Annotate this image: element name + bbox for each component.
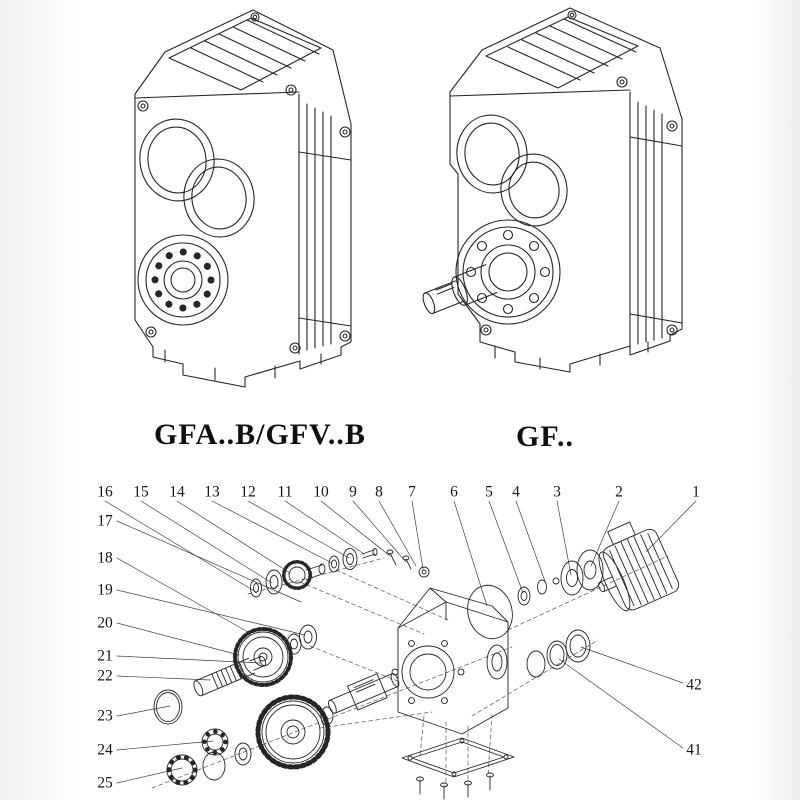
motor [598,521,680,612]
callout-22: 22 [97,667,113,685]
gearbox-drawing-gfab [134,9,352,388]
flange-bolt-holes [137,84,351,354]
side-rib-panel [449,89,683,349]
callout-18: 18 [97,549,113,567]
mounting-feet [494,341,649,370]
model-label-gfab: GFA..B/GFV..B [154,418,366,451]
vent-plug-and-screws [386,549,430,578]
output-shaft [328,673,400,714]
input-bores [139,118,255,238]
callout-7: 7 [408,483,416,501]
gearbox-drawing-gf [422,7,683,373]
flange-bolt-holes [480,76,678,336]
bearing-cage [166,754,198,786]
callout-15: 15 [133,483,149,501]
page-edge-right [746,0,800,800]
callout-11: 11 [277,483,293,501]
intermediate-gear-parts [233,624,317,687]
callout-41: 41 [686,741,702,759]
hollow-shaft-bearing [137,234,229,326]
callout-21: 21 [97,647,113,665]
cover-screws [416,772,494,800]
callout-5: 5 [485,483,493,501]
model-label-gf: GF.. [516,420,574,453]
output-flange [455,219,561,325]
input-pinion-gear [282,560,326,590]
callout-6: 6 [450,483,458,501]
gear-housing [391,587,509,735]
callout-13: 13 [204,483,220,501]
ball-bearing [201,728,229,756]
exploded-view-drawing [104,500,697,800]
callout-4: 4 [512,483,520,501]
top-cooling-ribs [485,16,639,89]
callout-9: 9 [349,483,357,501]
output-shaft-bearings [153,689,252,786]
side-rib-panel [134,91,352,355]
page-edge-left [0,0,92,800]
callout-8: 8 [375,483,383,501]
callout-20: 20 [97,614,113,632]
mounting-feet [164,349,322,381]
callout-1: 1 [692,483,700,501]
shaft-keyway [435,283,455,295]
input-shaft-parts [250,548,430,598]
callout-23: 23 [97,707,113,725]
gearbox-silhouette [134,9,352,388]
callout-42: 42 [686,676,702,694]
motor-side-seals [467,549,604,640]
callout-19: 19 [97,581,113,599]
callout-17: 17 [97,512,113,530]
motor-terminal-box [607,521,636,546]
pinion-shaft [193,655,267,697]
leader-lines [104,500,697,784]
output-shaft [422,264,498,315]
input-bores [456,114,568,227]
top-cooling-ribs [168,17,322,91]
callout-10: 10 [313,483,329,501]
callout-14: 14 [169,483,185,501]
cover-plate [401,737,515,800]
callout-12: 12 [240,483,256,501]
callout-24: 24 [97,741,113,759]
output-gear [255,694,334,770]
callout-16: 16 [97,483,113,501]
callout-25: 25 [97,774,113,792]
retaining-rings [526,629,591,678]
callout-3: 3 [553,483,561,501]
callout-2: 2 [615,483,623,501]
